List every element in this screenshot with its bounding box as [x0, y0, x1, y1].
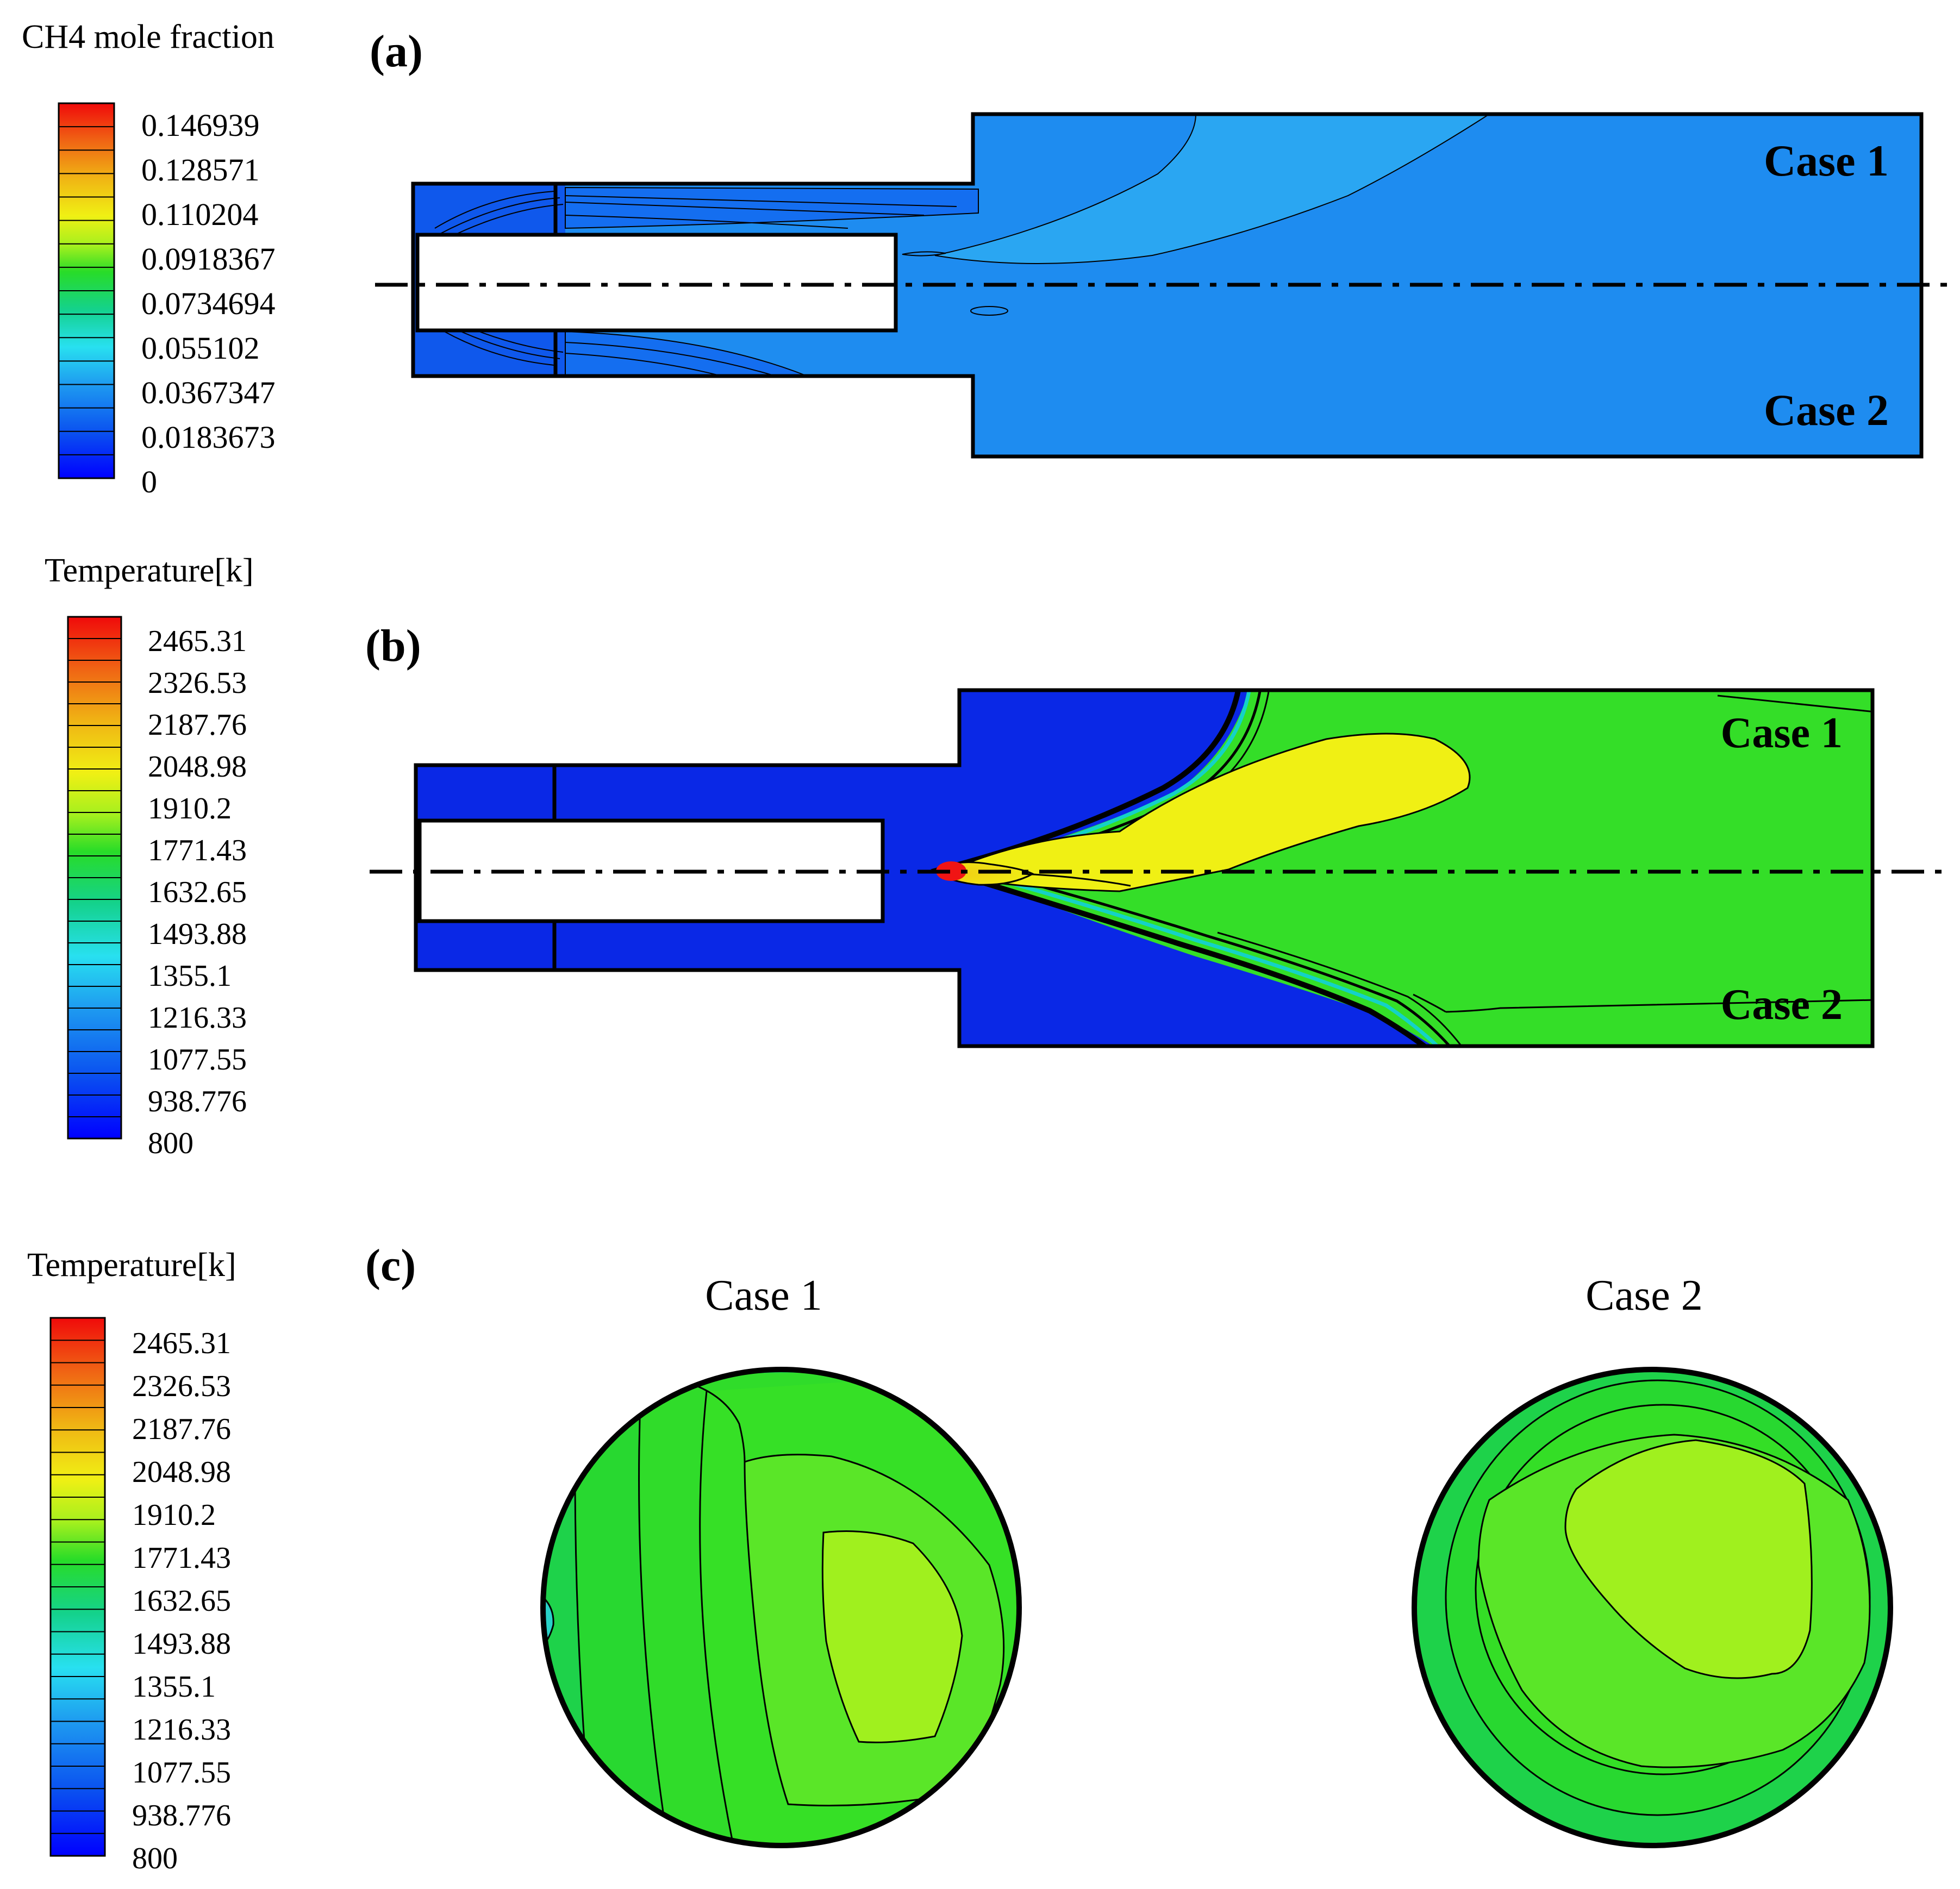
legend-c-tick-4: 1910.2 — [132, 1498, 216, 1532]
legend-b-tick-7: 1493.88 — [148, 917, 247, 951]
legend-b-tick-0: 2465.31 — [148, 624, 247, 658]
panel-c-case2-title: Case 2 — [1586, 1272, 1703, 1319]
panel-b-legend-title: Temperature[k] — [45, 552, 254, 589]
legend-c-tick-12: 800 — [132, 1842, 178, 1875]
panel-b-colorbar — [67, 616, 122, 1140]
panel-b: Temperature[k] 2465.31 2326.53 2187.76 2… — [45, 552, 1951, 1160]
panel-c-case1-section — [540, 1367, 1022, 1848]
panel-c-case1-title: Case 1 — [705, 1272, 822, 1319]
panel-a-domain-outline — [411, 112, 1924, 459]
legend-a-tick-0: 0.146939 — [141, 108, 260, 143]
panel-a-colorbar-ticks — [59, 126, 114, 455]
legend-b-tick-9: 1216.33 — [148, 1001, 247, 1035]
panel-b-domain-outline — [414, 688, 1875, 1048]
legend-c-tick-9: 1216.33 — [132, 1713, 231, 1747]
panel-b-case1-label: Case 1 — [1721, 709, 1843, 757]
legend-b-tick-8: 1355.1 — [148, 959, 232, 993]
panel-a-label: (a) — [370, 26, 423, 77]
legend-b-tick-2: 2187.76 — [148, 708, 247, 742]
legend-b-tick-5: 1771.43 — [148, 834, 247, 867]
legend-c-tick-6: 1632.65 — [132, 1584, 231, 1618]
panel-c-case2-section — [1412, 1367, 1893, 1848]
legend-a-tick-3: 0.0918367 — [141, 241, 276, 277]
legend-a-tick-7: 0.0183673 — [141, 420, 276, 455]
panel-b-label: (b) — [365, 621, 421, 671]
legend-b-tick-10: 1077.55 — [148, 1043, 247, 1077]
panel-a-case2-label: Case 2 — [1764, 385, 1889, 435]
legend-a-tick-6: 0.0367347 — [141, 375, 276, 410]
legend-b-tick-1: 2326.53 — [148, 666, 247, 700]
legend-c-tick-5: 1771.43 — [132, 1541, 231, 1575]
panel-c-legend-title: Temperature[k] — [27, 1247, 236, 1284]
legend-b-tick-6: 1632.65 — [148, 875, 247, 909]
panel-b-tick-labels: 2465.31 2326.53 2187.76 2048.98 1910.2 1… — [148, 624, 247, 1160]
legend-a-tick-8: 0 — [141, 464, 157, 499]
legend-b-tick-3: 2048.98 — [148, 750, 247, 784]
panel-a-center-body — [415, 233, 898, 333]
panel-c-label: (c) — [365, 1240, 416, 1291]
panel-c-tick-labels: 2465.31 2326.53 2187.76 2048.98 1910.2 1… — [132, 1327, 231, 1875]
legend-c-tick-10: 1077.55 — [132, 1756, 231, 1790]
panel-a-colorbar — [58, 102, 115, 479]
legend-c-tick-2: 2187.76 — [132, 1412, 231, 1446]
legend-c-tick-0: 2465.31 — [132, 1327, 231, 1360]
panel-a-tick-labels: 0.146939 0.128571 0.110204 0.0918367 0.0… — [141, 108, 276, 499]
legend-b-tick-4: 1910.2 — [148, 792, 232, 825]
panel-c-colorbar — [49, 1317, 106, 1857]
panel-c-colorbar-ticks — [51, 1340, 105, 1834]
legend-c-tick-3: 2048.98 — [132, 1455, 231, 1489]
panel-c: Temperature[k] 2465.31 2326.53 2187.76 2… — [27, 1240, 1893, 1875]
legend-a-tick-4: 0.0734694 — [141, 286, 276, 321]
legend-c-tick-1: 2326.53 — [132, 1369, 231, 1403]
panel-a-legend-title: CH4 mole fraction — [22, 18, 274, 55]
legend-a-tick-1: 0.128571 — [141, 152, 260, 187]
legend-c-tick-7: 1493.88 — [132, 1627, 231, 1661]
legend-b-tick-12: 800 — [148, 1127, 193, 1160]
legend-a-tick-5: 0.055102 — [141, 330, 260, 366]
panel-b-case2-label: Case 2 — [1721, 981, 1843, 1029]
legend-c-tick-11: 938.776 — [132, 1799, 231, 1832]
legend-a-tick-2: 0.110204 — [141, 197, 258, 232]
legend-b-tick-11: 938.776 — [148, 1085, 247, 1118]
legend-c-tick-8: 1355.1 — [132, 1670, 216, 1704]
panel-b-colorbar-ticks — [68, 638, 121, 1117]
panel-a-case1-label: Case 1 — [1764, 136, 1889, 185]
panel-a: CH4 mole fraction 0.146939 0.128571 0.11… — [22, 18, 1957, 499]
